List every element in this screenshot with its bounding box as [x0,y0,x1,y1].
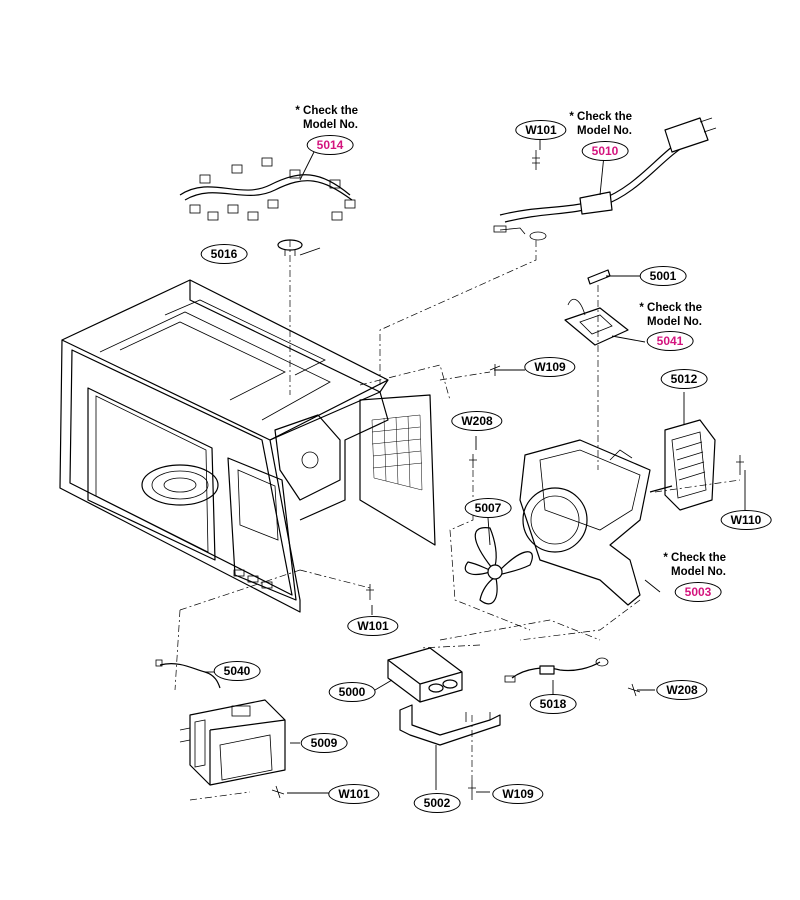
label-w109-low[interactable]: W109 [492,784,544,804]
note-line-1: * Check the [569,111,632,123]
label-5014[interactable]: 5014 [306,135,354,155]
label-5010[interactable]: 5010 [581,141,629,161]
label-5012[interactable]: 5012 [660,369,708,389]
capacitor-bracket-5002 [399,704,501,800]
note-line-1: * Check the [295,105,358,117]
label-5041[interactable]: 5041 [646,331,694,351]
power-cord-5010 [493,117,717,241]
wire-harness-5014 [179,157,356,221]
label-w101-top[interactable]: W101 [515,120,567,140]
model-note-5014: * Check the Model No. [282,104,358,132]
label-w101-mid[interactable]: W101 [347,616,399,636]
note-line-2: Model No. [671,566,726,578]
label-5040[interactable]: 5040 [213,661,261,681]
fuse-5001 [587,269,611,285]
note-line-1: * Check the [663,552,726,564]
model-note-5010: * Check the Model No. [556,110,632,138]
noise-filter-5041 [564,298,629,346]
wire-5040 [155,659,221,689]
label-5002[interactable]: 5002 [413,793,461,813]
note-line-2: Model No. [647,316,702,328]
model-note-5003: * Check the Model No. [650,551,726,579]
magnetron-5009 [179,699,286,786]
label-leaders [205,140,746,794]
fan-motor-5012 [649,419,744,511]
oven-cabinet [59,279,436,613]
label-w101-low[interactable]: W101 [328,784,380,804]
label-w208-mid[interactable]: W208 [451,411,503,431]
label-5001[interactable]: 5001 [639,266,687,286]
screw-w101-low [271,785,285,799]
label-5007[interactable]: 5007 [464,498,512,518]
label-w110[interactable]: W110 [720,510,772,530]
screw-w208-mid [469,454,477,468]
fan-blade-5007 [464,527,533,605]
capacitor-5000 [387,647,463,703]
label-5016[interactable]: 5016 [200,244,248,264]
note-line-1: * Check the [639,302,702,314]
label-5009[interactable]: 5009 [300,733,348,753]
label-w109-top[interactable]: W109 [524,357,576,377]
label-5003[interactable]: 5003 [674,582,722,602]
label-5018[interactable]: 5018 [529,694,577,714]
note-line-2: Model No. [303,119,358,131]
diode-5018 [504,657,641,697]
fan-motor-bracket-5003 [519,439,651,606]
label-w208-low[interactable]: W208 [656,680,708,700]
screw-w101-mid [366,584,374,600]
model-note-5041: * Check the Model No. [626,301,702,329]
note-line-2: Model No. [577,125,632,137]
label-5000[interactable]: 5000 [328,682,376,702]
